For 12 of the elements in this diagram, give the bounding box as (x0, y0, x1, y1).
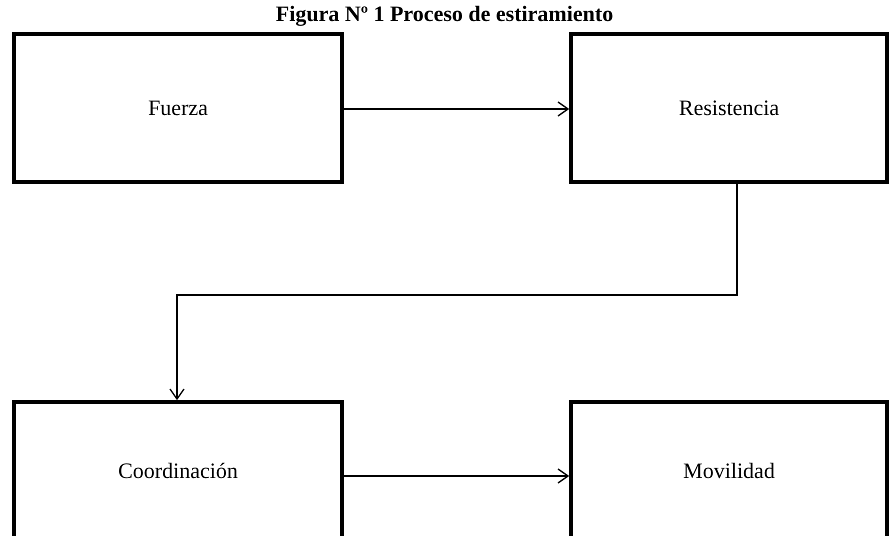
box-label: Coordinación (118, 458, 238, 484)
process-box (12, 400, 344, 536)
box-label: Fuerza (148, 95, 208, 121)
process-box (569, 400, 889, 536)
diagram-title: Figura Nº 1 Proceso de estiramiento (274, 0, 614, 28)
arrow (344, 101, 569, 117)
arrow (344, 468, 569, 484)
box-label: Movilidad (683, 458, 775, 484)
process-box (569, 32, 889, 184)
arrow (169, 184, 738, 400)
box-label: Resistencia (678, 95, 780, 121)
process-box (12, 32, 344, 184)
